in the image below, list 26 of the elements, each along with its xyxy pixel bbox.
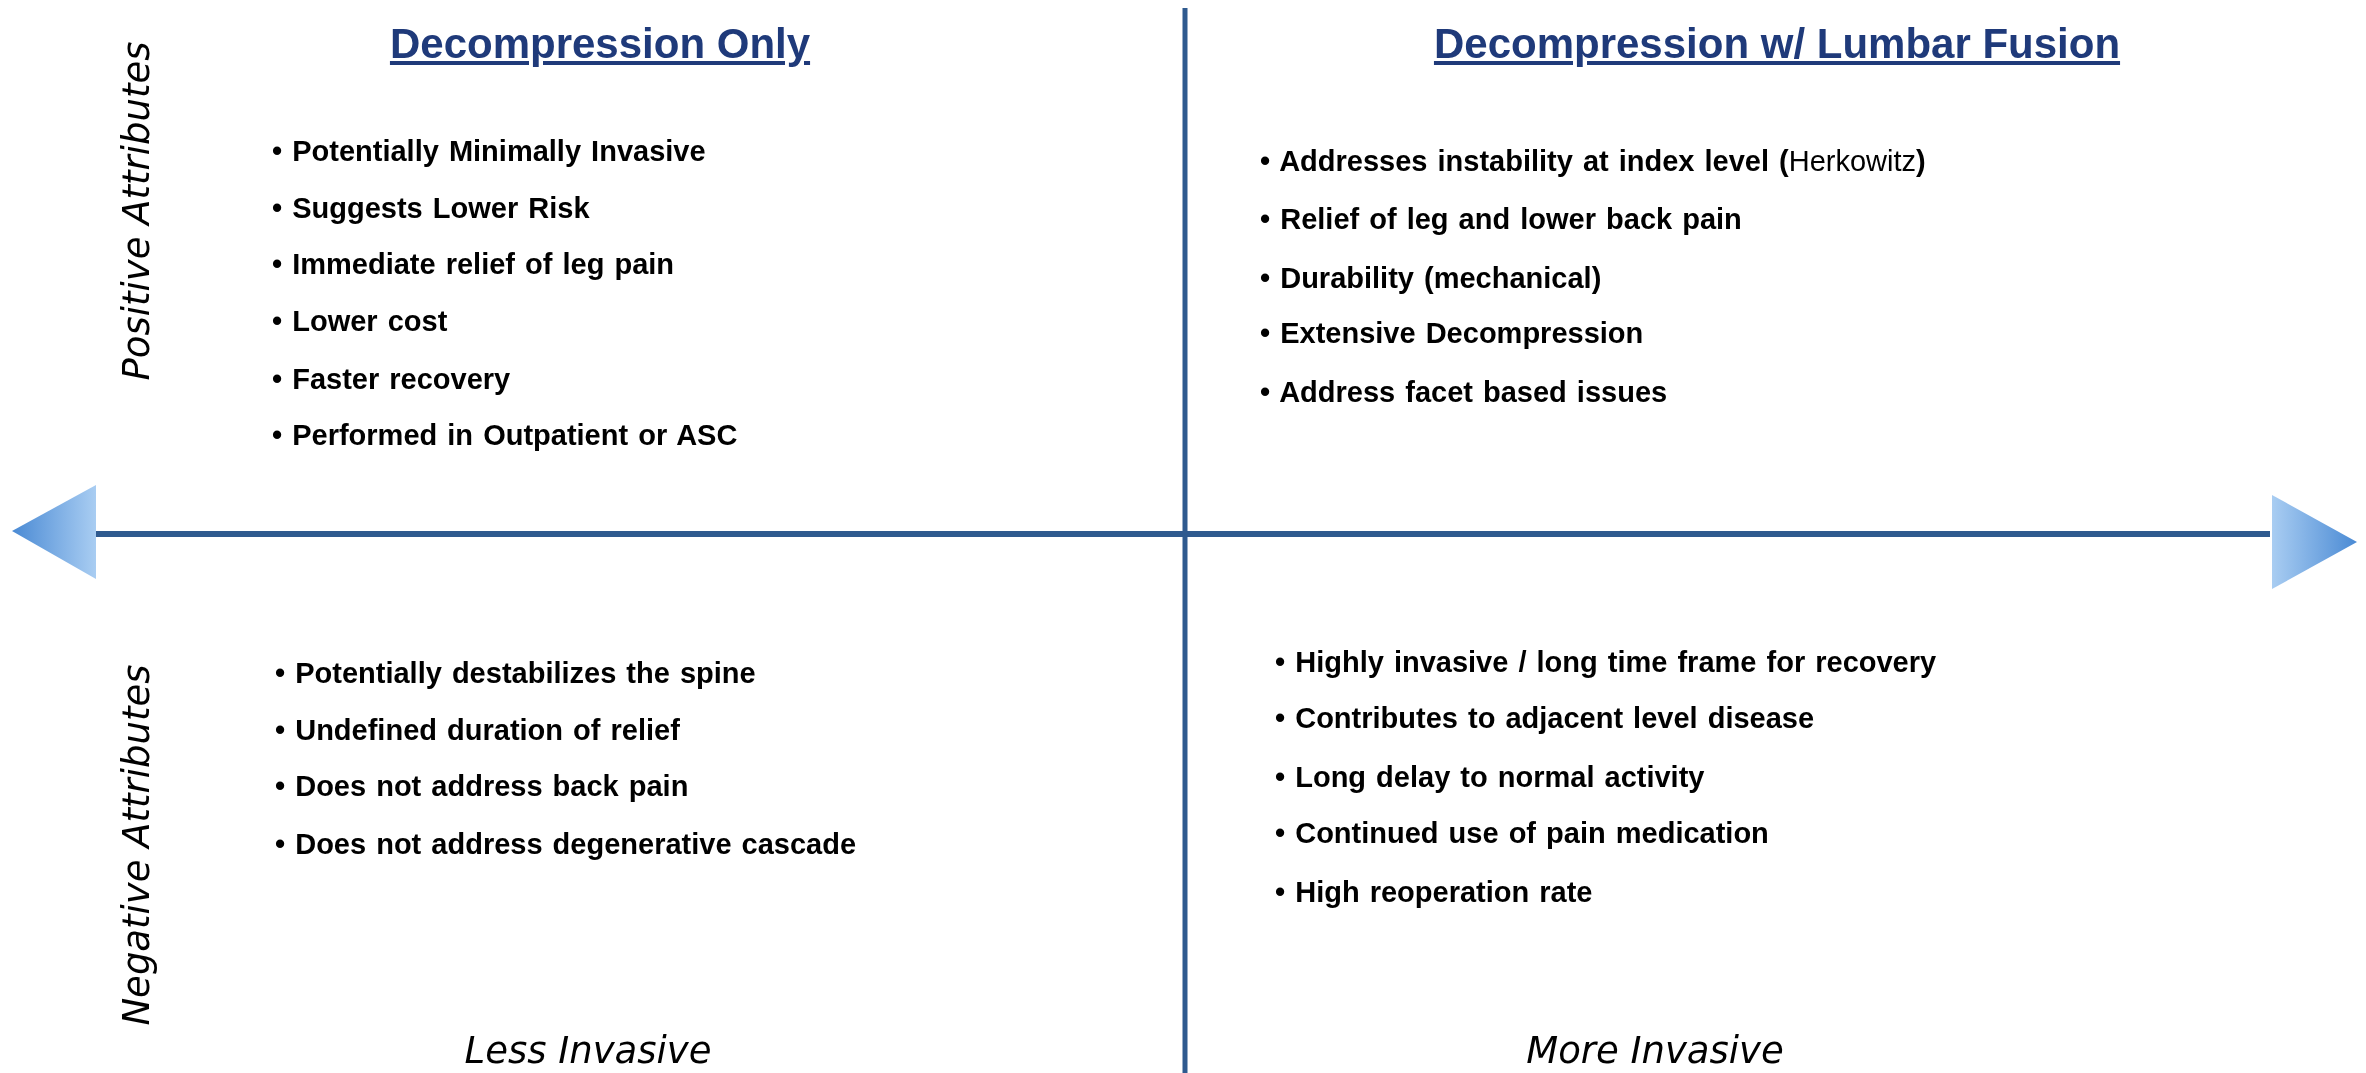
- bullet-item: • Durability (mechanical): [1260, 261, 1602, 295]
- quadrant-heading: Decompression Only: [389, 20, 811, 68]
- bullet-item: • Extensive Decompression: [1260, 316, 1644, 350]
- bullet-item: • Highly invasive / long time frame for recovery: [1275, 645, 1937, 679]
- bullet-item: • Potentially destabilizes the spine: [275, 656, 756, 690]
- bullet-item: • High reoperation rate: [1275, 875, 1593, 909]
- bullet-item: • Lower cost: [272, 304, 448, 338]
- quadrant-heading: Decompression w/ Lumbar Fusion: [1433, 20, 2121, 68]
- bullet-item: • Faster recovery: [272, 362, 511, 396]
- axis-label: Less Invasive: [464, 1028, 712, 1072]
- bullet-item: • Does not address degenerative cascade: [275, 827, 857, 861]
- bullet-item: • Address facet based issues: [1260, 375, 1668, 409]
- bullet-item: • Does not address back pain: [275, 769, 689, 803]
- axis-label: More Invasive: [1526, 1028, 1784, 1072]
- bullet-item: • Continued use of pain medication: [1275, 816, 1769, 850]
- axis-label: Negative Attributes: [114, 664, 158, 1026]
- bullet-item: • Performed in Outpatient or ASC: [272, 418, 738, 452]
- bullet-item: • Contributes to adjacent level disease: [1275, 701, 1815, 735]
- bullet-item: • Potentially Minimally Invasive: [272, 134, 706, 168]
- bullet-item: • Undefined duration of relief: [275, 713, 680, 747]
- bullet-item: • Relief of leg and lower back pain: [1260, 202, 1742, 236]
- bullet-item: • Addresses instability at index level (Herkowitz): [1260, 144, 1926, 178]
- bullet-item: • Long delay to normal activity: [1275, 760, 1705, 794]
- bullet-item: • Immediate relief of leg pain: [272, 247, 675, 281]
- bullet-item: • Suggests Lower Risk: [272, 191, 590, 225]
- axis-label: Positive Attributes: [114, 41, 158, 381]
